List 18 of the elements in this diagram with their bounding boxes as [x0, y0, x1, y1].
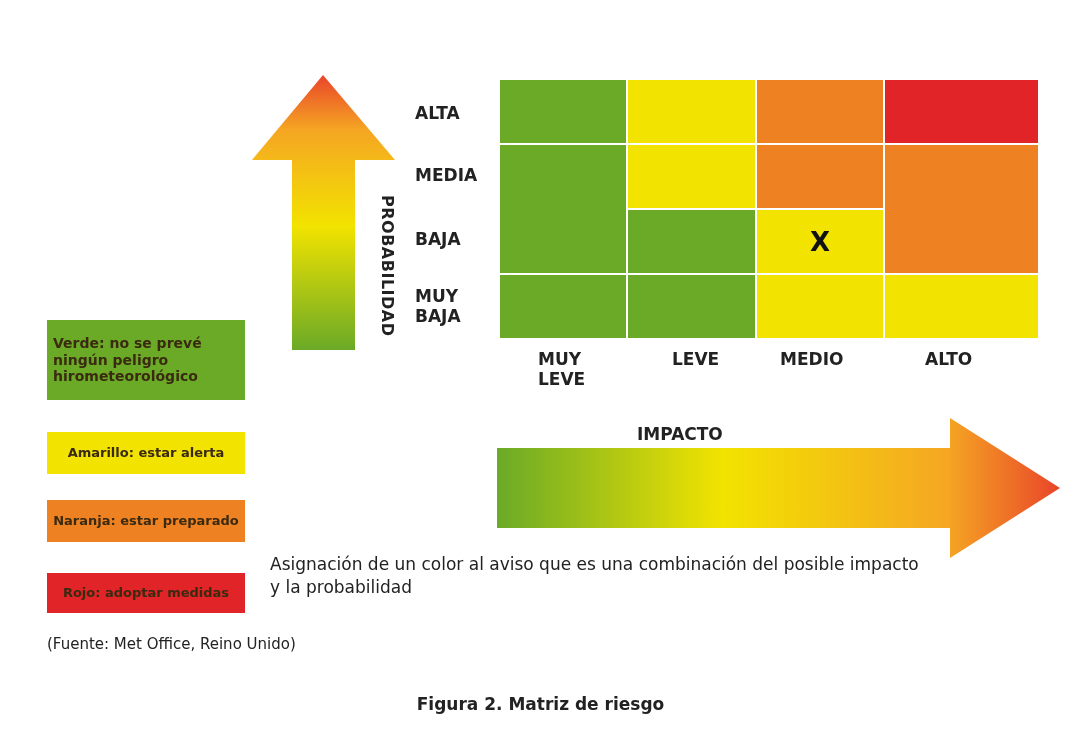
column-label: ALTO [925, 350, 973, 370]
row-label: ALTA [415, 104, 460, 124]
row-label: MEDIA [415, 166, 478, 186]
legend-text: Rojo: adoptar medidas [62, 585, 230, 601]
source-note: (Fuente: Met Office, Reino Unido) [47, 636, 296, 654]
column-label: LEVE [672, 350, 720, 370]
row-label: BAJA [415, 230, 461, 250]
figure-caption: Figura 2. Matriz de riesgo [415, 695, 666, 715]
legend-text: Verde: no se prevé ningún peligro hirometeorológico [53, 334, 203, 386]
cell-mark: X [809, 226, 830, 257]
row-label: MUY BAJA [415, 287, 462, 327]
axis-title: IMPACTO [637, 425, 723, 445]
column-label: MUY LEVE [538, 350, 587, 390]
column-label: MEDIO [780, 350, 844, 370]
legend-text: Naranja: estar preparado [53, 513, 239, 529]
legend-text: Amarillo: estar alerta [67, 445, 225, 461]
description-text: Asignación de un color al aviso que es una combinación del posible impacto y la probabilidad [270, 553, 920, 599]
axis-title: PROBABILIDAD [378, 195, 397, 337]
